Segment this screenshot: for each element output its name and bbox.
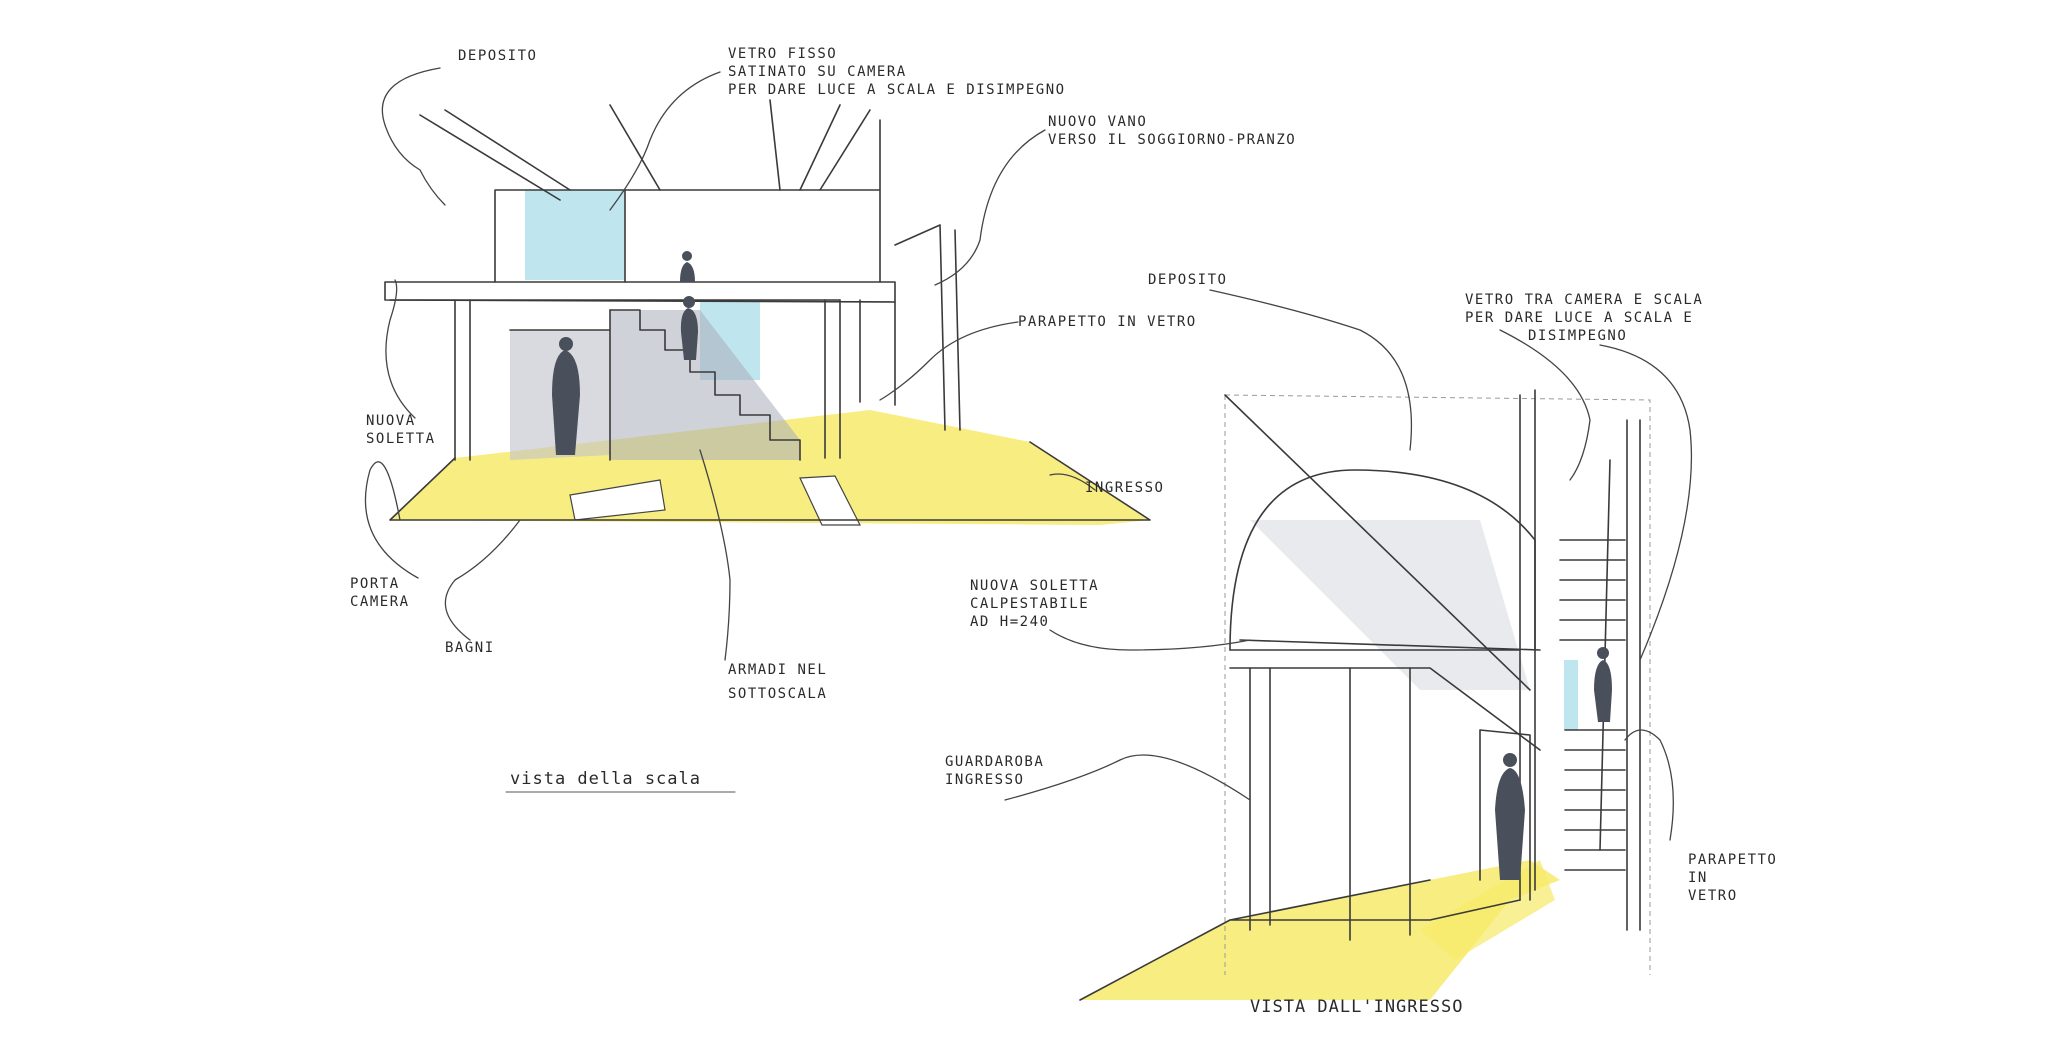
figure-in-corridor bbox=[1495, 768, 1525, 880]
label-nuova-soletta-l1: NUOVA bbox=[366, 413, 416, 429]
label-vetro-fisso-l1: VETRO FISSO bbox=[728, 46, 837, 62]
label-porta-camera-l1: PORTA bbox=[350, 576, 400, 592]
label-bagni: BAGNI bbox=[445, 640, 495, 656]
label-vetro-fisso-l3: PER DARE LUCE A SCALA E DISIMPEGNO bbox=[728, 82, 1066, 98]
label-soletta-calpestabile-l3: AD H=240 bbox=[970, 614, 1049, 630]
label-vetro-camera-l3: DISIMPEGNO bbox=[1528, 328, 1627, 344]
label-parapetto-1: PARAPETTO IN VETRO bbox=[1018, 314, 1197, 330]
stair-side-glass bbox=[1564, 660, 1578, 730]
label-porta-camera-l2: CAMERA bbox=[350, 594, 410, 610]
label-vetro-camera-l2: PER DARE LUCE A SCALA E bbox=[1465, 310, 1693, 326]
label-vetro-fisso-l2: SATINATO SU CAMERA bbox=[728, 64, 907, 80]
stair-view-drawing bbox=[384, 99, 1151, 526]
figure-on-stairs bbox=[680, 308, 698, 360]
label-nuovo-vano-l1: NUOVO VANO bbox=[1048, 114, 1147, 130]
label-armadi-l2: SOTTOSCALA bbox=[728, 686, 827, 702]
label-nuova-soletta-l2: SOLETTA bbox=[366, 431, 436, 447]
figure-on-stair-shaft bbox=[1594, 660, 1612, 722]
label-parapetto-2-l1: PARAPETTO bbox=[1688, 852, 1777, 868]
label-parapetto-2-l3: VETRO bbox=[1688, 888, 1738, 904]
label-soletta-calpestabile-l1: NUOVA SOLETTA bbox=[970, 578, 1099, 594]
label-guardaroba-l2: INGRESSO bbox=[945, 772, 1024, 788]
label-soletta-calpestabile-l2: CALPESTABILE bbox=[970, 596, 1089, 612]
stair-view-title: vista della scala bbox=[510, 769, 701, 789]
upper-glass-panel bbox=[525, 190, 625, 280]
entrance-view-title: VISTA DALL'INGRESSO bbox=[1250, 997, 1463, 1017]
label-vetro-camera-l1: VETRO TRA CAMERA E SCALA bbox=[1465, 292, 1703, 308]
figure-upper-floor bbox=[680, 262, 695, 282]
label-ingresso: INGRESSO bbox=[1085, 480, 1164, 496]
label-deposito-2: DEPOSITO bbox=[1148, 272, 1227, 288]
figure-ground-floor bbox=[552, 350, 580, 455]
entrance-view-floor bbox=[1080, 860, 1560, 1000]
label-parapetto-2-l2: IN bbox=[1688, 870, 1708, 886]
label-nuovo-vano-l2: VERSO IL SOGGIORNO-PRANZO bbox=[1048, 132, 1296, 148]
entrance-view-leaders bbox=[1004, 289, 1693, 841]
stair-view-leaders bbox=[364, 67, 1096, 661]
label-deposito-1: DEPOSITO bbox=[458, 48, 537, 64]
entrance-view-drawing bbox=[1079, 389, 1651, 1001]
label-guardaroba-l1: GUARDAROBA bbox=[945, 754, 1044, 770]
label-armadi-l1: ARMADI NEL bbox=[728, 662, 827, 678]
